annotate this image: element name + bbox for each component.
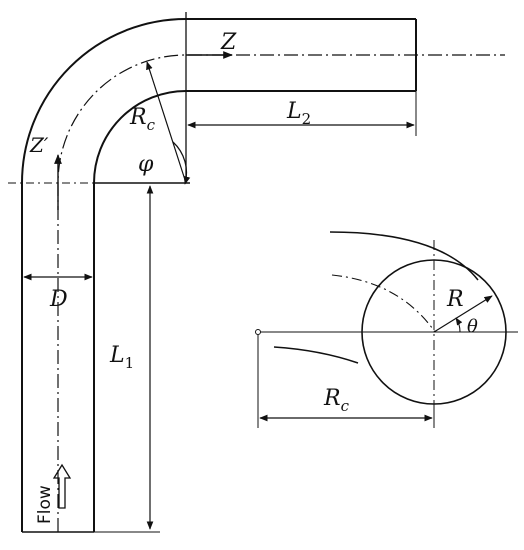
pipe-outer-wall	[21, 18, 416, 532]
label-rc-sub: c	[147, 116, 156, 134]
pipe-outline	[21, 18, 417, 533]
pipe-centerline	[57, 54, 505, 532]
label-z: Z	[220, 30, 237, 55]
cross-section-centerline-arc	[331, 274, 436, 333]
phi-angle-arc	[172, 141, 191, 185]
label-phi: φ	[138, 152, 154, 177]
label-l1: L1	[109, 343, 134, 372]
label-d: D	[49, 287, 68, 312]
label-flow: Flow	[35, 485, 55, 524]
label-theta: θ	[467, 316, 478, 337]
label-rc2-sub: c	[341, 397, 350, 415]
cross-section-outer-arc	[329, 231, 479, 281]
flow-arrow-icon	[52, 463, 72, 509]
rc-radius-arrow	[146, 61, 187, 184]
label-rc-main: R	[129, 105, 147, 130]
label-l1-sub: 1	[125, 354, 135, 372]
label-z-prime: Z′	[29, 133, 49, 157]
label-r: R	[446, 287, 464, 312]
pipe-inner-wall	[93, 90, 416, 532]
theta-angle-arc	[455, 317, 463, 333]
label-l2: L2	[286, 99, 311, 128]
label-rc-cross-section: Rc	[323, 386, 350, 415]
label-rc2-main: R	[323, 386, 341, 411]
label-l1-main: L	[109, 343, 125, 368]
r-radius-arrow	[433, 295, 493, 333]
label-rc: Rc	[129, 105, 156, 134]
label-l2-sub: 2	[302, 110, 312, 128]
label-l2-main: L	[286, 99, 302, 124]
cross-section-inner-arc	[273, 346, 359, 364]
bend-center-point	[255, 329, 261, 335]
cross-section-detail	[255, 231, 518, 428]
